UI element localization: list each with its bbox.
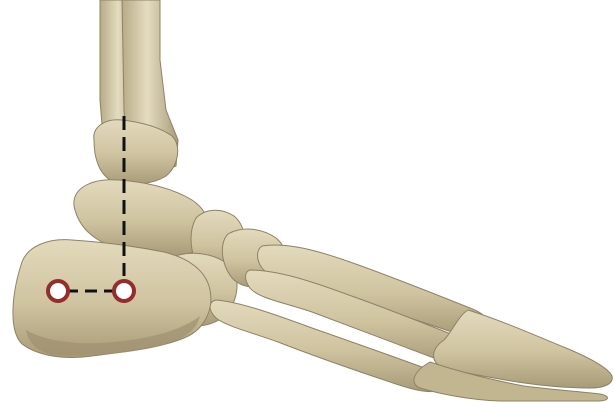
posterior-calcaneus-marker xyxy=(48,281,68,301)
subtalar-axis-marker xyxy=(114,281,134,301)
